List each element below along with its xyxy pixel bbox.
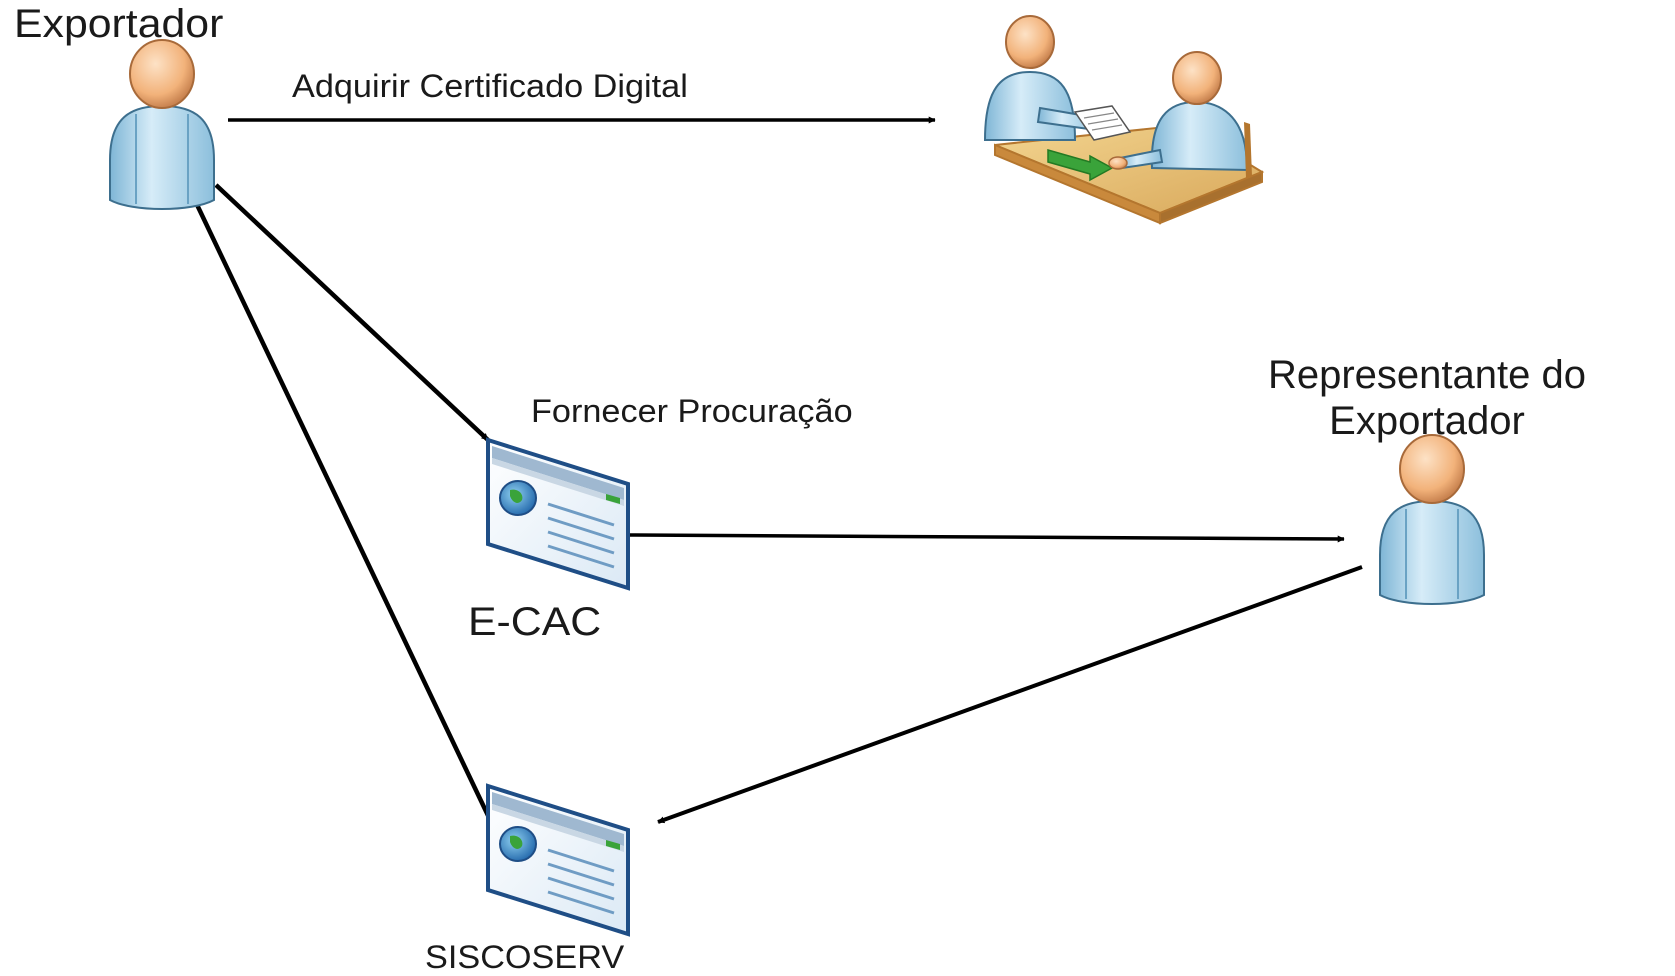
user-icon-representante [1379, 434, 1485, 605]
edge-ecac-to-representante [627, 533, 1345, 543]
web-page-icon-ecac [486, 438, 630, 590]
node-label-representante-line2: Exportador [1329, 399, 1525, 443]
edge-exportador-to-siscoserv [187, 189, 496, 827]
edge-representante-to-siscoserv [657, 565, 1363, 824]
node-label-representante: Representante do Exportador [1192, 352, 1662, 444]
node-label-ecac: E-CAC [468, 600, 602, 644]
edge-label-fornecer: Fornecer Procuração [531, 393, 853, 429]
node-label-exportador: Exportador [14, 2, 224, 46]
user-icon-exportador [109, 39, 215, 210]
edge-exportador-to-ecac [214, 183, 490, 442]
node-label-representante-line1: Representante do [1267, 353, 1586, 397]
node-label-siscoserv: SISCOSERV [425, 939, 625, 975]
office-desk-meeting-icon [983, 15, 1265, 225]
edge-label-adquirir: Adquirir Certificado Digital [292, 68, 688, 104]
web-page-icon-siscoserv [486, 784, 630, 936]
